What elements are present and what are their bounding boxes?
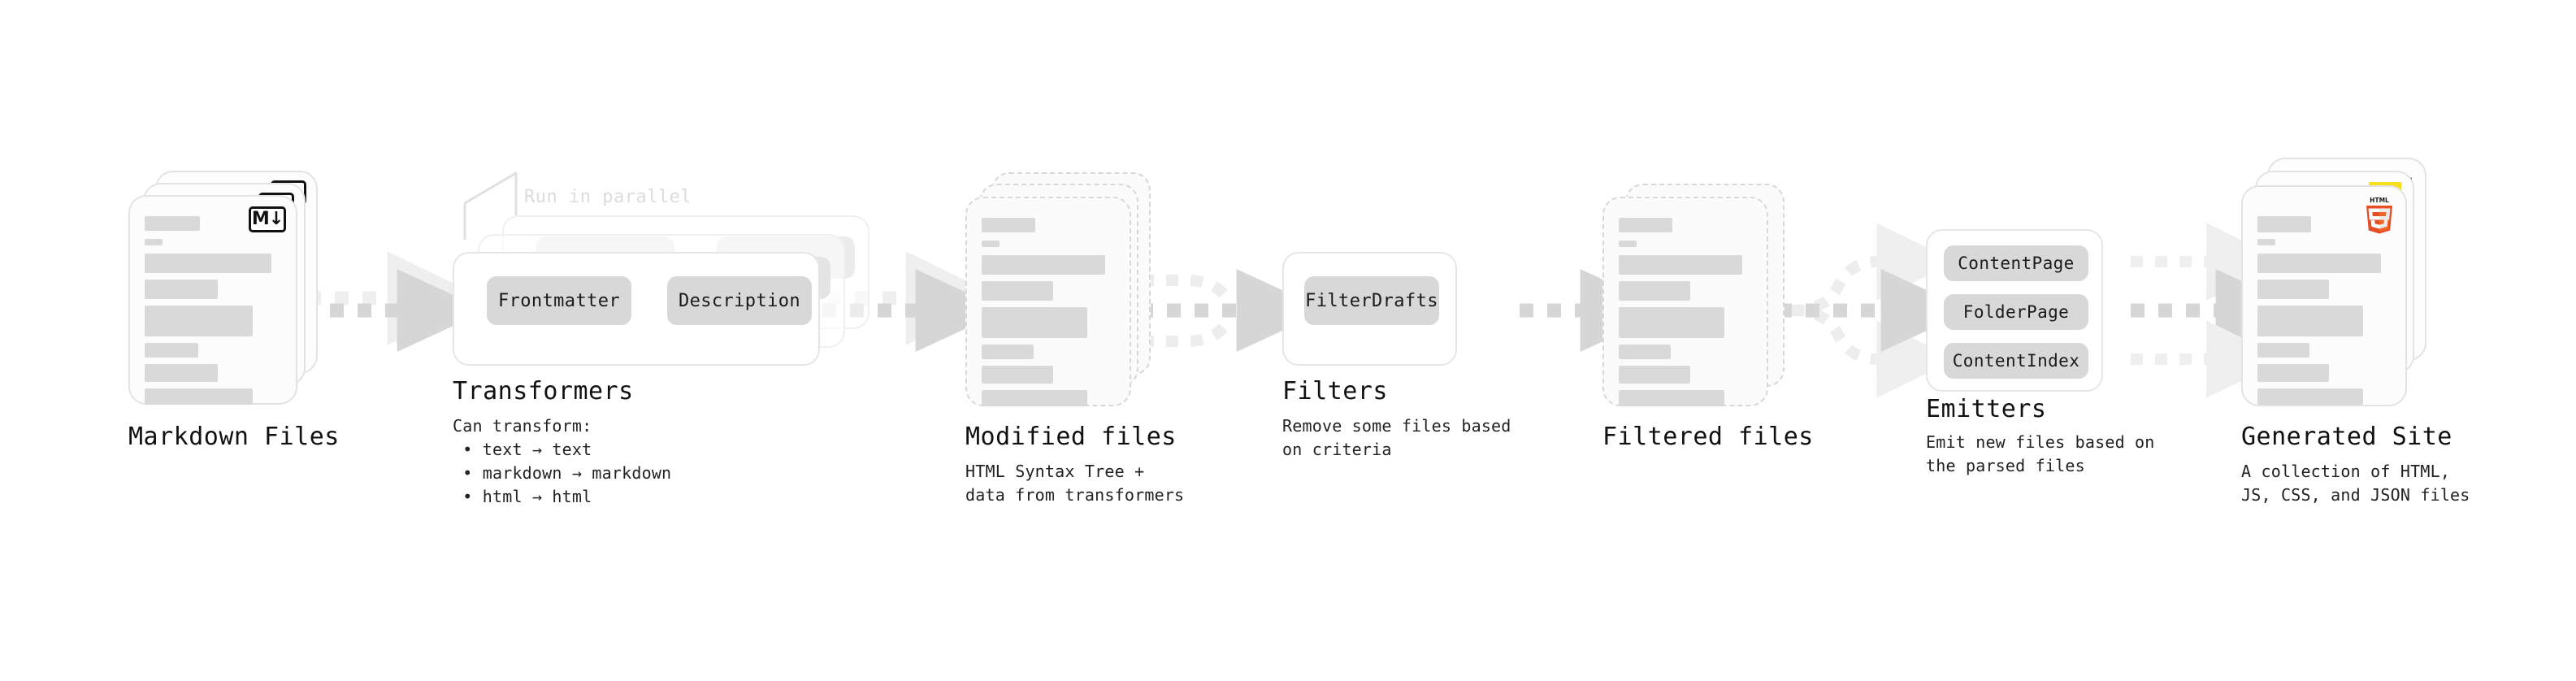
- filters-group[interactable]: FilterDrafts: [1282, 252, 1457, 366]
- site-card-front[interactable]: HTML: [2241, 185, 2407, 406]
- content-bar: [145, 254, 271, 273]
- content-bar: [1619, 241, 1637, 247]
- stage-title-markdown-files: Markdown Files: [128, 423, 340, 451]
- emitter-chip-contentindex[interactable]: ContentIndex: [1944, 343, 2088, 379]
- filtered-card-front[interactable]: [1602, 197, 1768, 406]
- content-bar: [1619, 255, 1742, 275]
- emitters-group[interactable]: ContentPage FolderPage ContentIndex: [1926, 229, 2103, 392]
- content-bar: [982, 281, 1053, 301]
- markdown-icon: M↓: [249, 206, 286, 232]
- content-bar: [1619, 307, 1724, 338]
- emitter-chip-contentpage[interactable]: ContentPage: [1944, 245, 2088, 281]
- content-bar: [982, 255, 1105, 275]
- connector-filtered-to-emitters: [1778, 223, 1971, 398]
- stage-subtitle-transformers: Can transform: • text → text • markdown …: [453, 416, 672, 506]
- content-bar: [145, 388, 253, 405]
- stage-subtitle-emitters: Emit new files based on the parsed files: [1926, 432, 2155, 475]
- content-bar: [982, 390, 1087, 406]
- emitter-chip-folderpage[interactable]: FolderPage: [1944, 294, 2088, 330]
- content-bar: [982, 307, 1087, 338]
- content-bar: [145, 239, 163, 245]
- stage-subtitle-generated-site: A collection of HTML, JS, CSS, and JSON …: [2241, 462, 2470, 505]
- content-bar: [145, 306, 253, 336]
- stage-subtitle-modified-files: HTML Syntax Tree + data from transformer…: [965, 462, 1185, 505]
- svg-text:HTML: HTML: [2370, 197, 2389, 204]
- content-bar: [145, 280, 218, 299]
- stage-title-generated-site: Generated Site: [2241, 423, 2452, 451]
- markdown-card-front[interactable]: M↓: [128, 195, 297, 405]
- stage-title-modified-files: Modified files: [965, 423, 1177, 451]
- content-bar: [2257, 216, 2311, 232]
- content-bar: [1619, 218, 1672, 232]
- content-bar: [2257, 306, 2363, 336]
- stage-title-transformers: Transformers: [453, 377, 634, 406]
- transformer-chip-frontmatter[interactable]: Frontmatter: [487, 276, 631, 325]
- stage-title-filters: Filters: [1282, 377, 1388, 406]
- content-bar: [2257, 364, 2329, 382]
- modified-card-front[interactable]: [965, 197, 1131, 406]
- html5-icon: HTML: [2361, 195, 2397, 234]
- content-bar: [145, 216, 200, 231]
- content-bar: [982, 345, 1034, 359]
- content-bar: [145, 343, 198, 358]
- filter-chip-filterdrafts[interactable]: FilterDrafts: [1304, 276, 1439, 325]
- content-bar: [2257, 343, 2309, 358]
- transformer-chip-description[interactable]: Description: [667, 276, 812, 325]
- content-bar: [2257, 388, 2363, 405]
- filtered-card-content: [1604, 198, 1767, 406]
- content-bar: [1619, 366, 1690, 384]
- content-bar: [145, 364, 218, 382]
- run-in-parallel-note: Run in parallel: [524, 187, 692, 207]
- connector-modified-to-filters: [1139, 269, 1327, 352]
- content-bar: [982, 241, 1000, 247]
- content-bar: [982, 366, 1053, 384]
- content-bar: [1619, 281, 1690, 301]
- content-bar: [2257, 280, 2329, 299]
- content-bar: [982, 218, 1035, 232]
- content-bar: [1619, 345, 1671, 359]
- connector-emitters-to-site: [2131, 223, 2306, 398]
- markdown-card-content: [130, 197, 296, 405]
- content-bar: [2257, 239, 2275, 245]
- stage-title-filtered-files: Filtered files: [1602, 423, 1814, 451]
- stage-subtitle-filters: Remove some files based on criteria: [1282, 416, 1511, 459]
- stage-title-emitters: Emitters: [1926, 395, 2047, 423]
- site-card-content: [2243, 187, 2405, 405]
- transformer-group-front[interactable]: Frontmatter Description: [453, 252, 820, 366]
- content-bar: [1619, 390, 1724, 406]
- modified-card-content: [967, 198, 1130, 406]
- content-bar: [2257, 254, 2381, 273]
